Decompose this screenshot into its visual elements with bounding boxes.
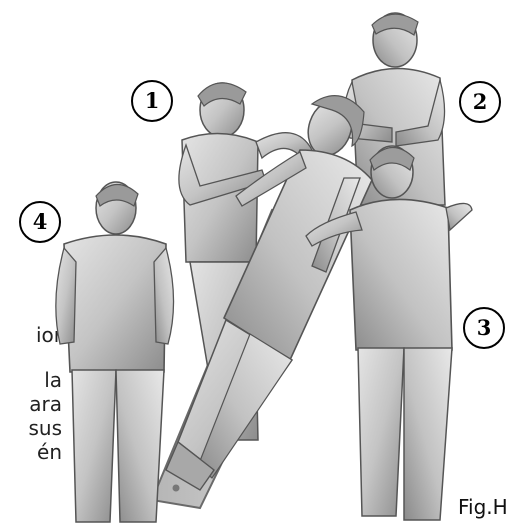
rescuer-4-figure bbox=[56, 182, 174, 522]
marker-2-badge: 2 bbox=[460, 82, 500, 122]
marker-1-label: 1 bbox=[145, 88, 160, 113]
marker-1-badge: 1 bbox=[132, 81, 172, 121]
figure-caption: Fig.H bbox=[458, 495, 508, 519]
marker-3-badge: 3 bbox=[464, 308, 504, 348]
marker-4-badge: 4 bbox=[20, 202, 60, 242]
marker-3-label: 3 bbox=[477, 315, 492, 340]
marker-4-label: 4 bbox=[33, 209, 48, 234]
marker-2-label: 2 bbox=[473, 89, 488, 114]
